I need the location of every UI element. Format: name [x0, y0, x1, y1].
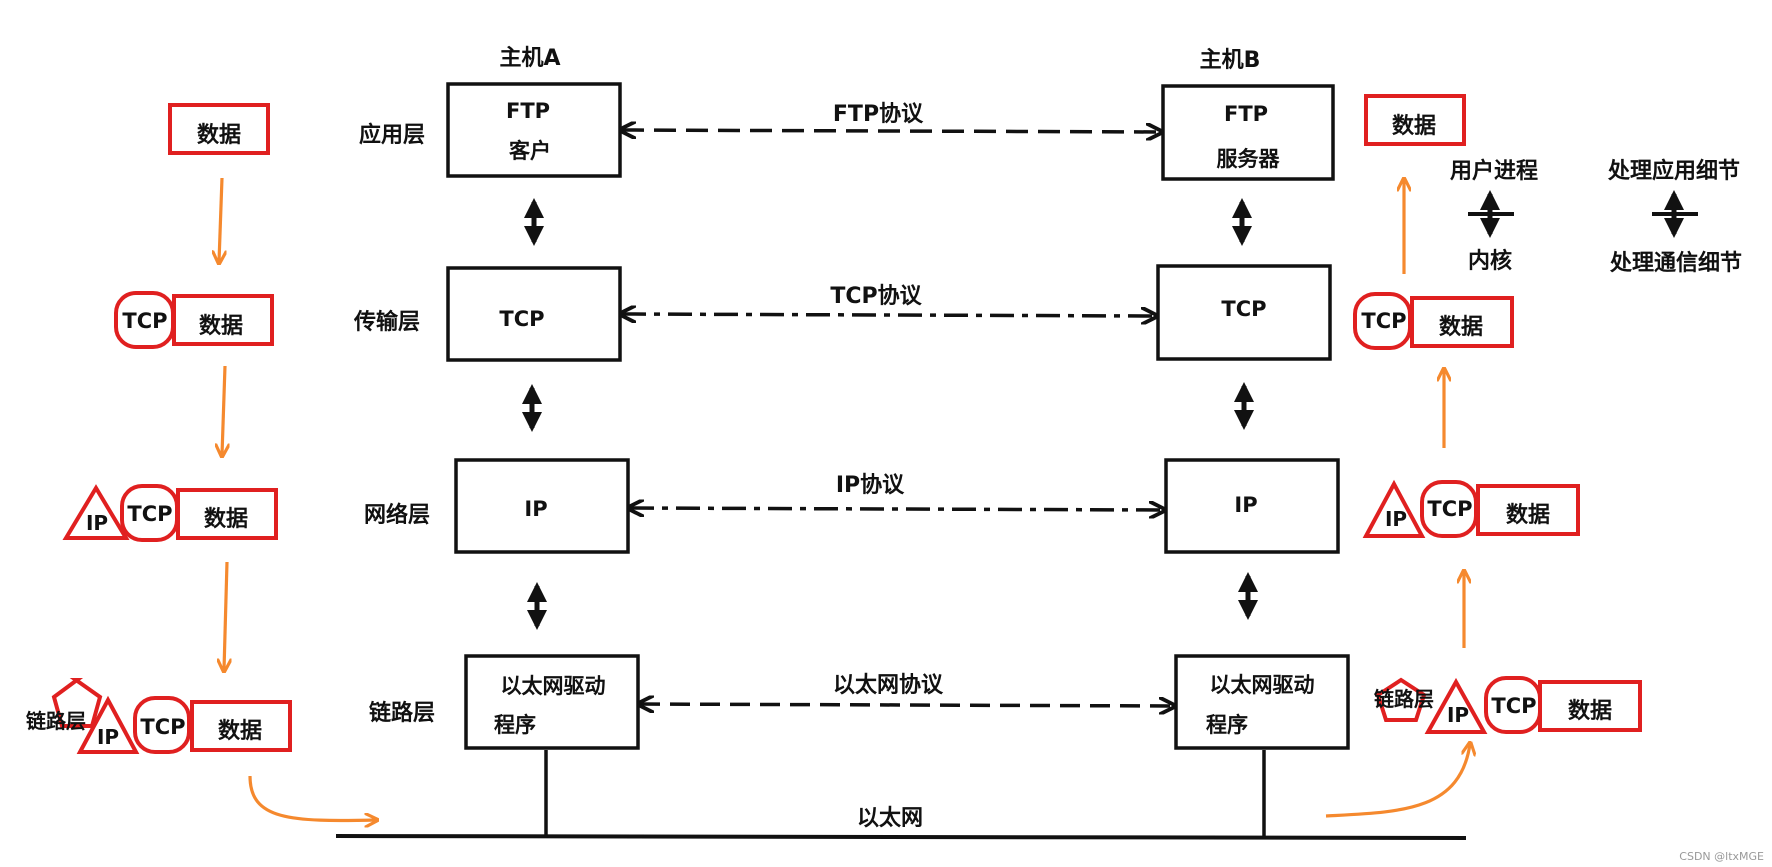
svg-text:FTP: FTP: [506, 99, 550, 123]
left-flow-arrow-2: [222, 365, 225, 455]
ethernet-label: 以太网: [857, 806, 923, 831]
svg-text:程序: 程序: [1206, 713, 1248, 737]
left-to-bus-arrow: [248, 775, 376, 821]
host-a-link-box: 以太网驱动 程序: [464, 654, 640, 750]
ip-protocol-arrow: [630, 508, 1163, 510]
svg-text:数据: 数据: [1392, 113, 1436, 139]
svg-text:IP: IP: [1385, 507, 1407, 531]
tcp-protocol-arrow: [622, 314, 1155, 316]
bus-to-right-arrow: [1325, 744, 1470, 818]
svg-text:TCP: TCP: [1361, 309, 1406, 333]
legend-user-process: 用户进程: [1450, 158, 1538, 184]
svg-text:链路层: 链路层: [26, 709, 86, 733]
left-tcp-packet: TCP 数据: [114, 291, 274, 349]
right-ip-packet: IP TCP 数据: [1362, 479, 1580, 538]
svg-text:TCP: TCP: [122, 309, 167, 333]
svg-text:客户: 客户: [509, 139, 551, 163]
svg-text:数据: 数据: [1506, 502, 1550, 528]
ether-protocol-label: 以太网协议: [833, 673, 944, 698]
host-b-link-box: 以太网驱动 程序: [1174, 654, 1350, 750]
svg-text:数据: 数据: [204, 506, 248, 532]
layer-label-link: 链路层: [369, 700, 435, 726]
layer-label-transport: 传输层: [353, 309, 420, 335]
legend-app-detail: 处理应用细节: [1607, 158, 1740, 184]
svg-text:数据: 数据: [218, 718, 262, 744]
svg-text:TCP: TCP: [1491, 694, 1536, 718]
ip-protocol-label: IP协议: [836, 473, 905, 498]
svg-text:TCP: TCP: [127, 502, 172, 526]
svg-text:数据: 数据: [1439, 314, 1483, 340]
right-link-packet: 链路层 IP TCP 数据: [1374, 676, 1642, 734]
left-data-packet-1: 数据: [168, 103, 270, 155]
right-data-packet: 数据: [1364, 94, 1466, 146]
svg-text:数据: 数据: [1568, 698, 1612, 724]
svg-text:IP: IP: [524, 497, 547, 521]
svg-text:以太网驱动: 以太网驱动: [1210, 673, 1315, 697]
host-a-label: 主机A: [499, 46, 560, 71]
right-tcp-packet: TCP 数据: [1353, 292, 1514, 350]
svg-text:IP: IP: [1447, 703, 1469, 727]
svg-text:FTP: FTP: [1224, 102, 1268, 126]
host-b-app-box: FTP 服务器: [1161, 84, 1335, 181]
svg-text:以太网驱动: 以太网驱动: [501, 674, 606, 698]
svg-text:数据: 数据: [199, 313, 243, 339]
legend-comm-detail: 处理通信细节: [1609, 250, 1742, 276]
host-a-ip-box: IP: [454, 458, 630, 554]
ftp-protocol-label: FTP协议: [833, 102, 924, 127]
svg-text:IP: IP: [97, 725, 119, 749]
left-flow-arrow-1: [219, 177, 222, 262]
host-b-tcp-box: TCP: [1156, 264, 1332, 361]
left-link-packet: 链路层 IP TCP 数据: [26, 678, 292, 754]
svg-text:TCP: TCP: [140, 715, 185, 739]
svg-text:IP: IP: [1234, 493, 1257, 517]
legend-kernel: 内核: [1468, 248, 1512, 274]
svg-text:TCP: TCP: [1427, 497, 1472, 521]
svg-text:链路层: 链路层: [1374, 687, 1434, 711]
watermark: CSDN @ltxMGE: [1679, 850, 1764, 863]
host-a-app-box: FTP 客户: [446, 82, 622, 178]
svg-text:数据: 数据: [197, 122, 241, 148]
svg-text:TCP: TCP: [499, 307, 544, 331]
ether-protocol-arrow: [640, 704, 1173, 706]
svg-text:程序: 程序: [494, 713, 536, 737]
tcp-protocol-label: TCP协议: [830, 284, 922, 309]
svg-text:服务器: 服务器: [1217, 147, 1281, 171]
ethernet-bus: [335, 834, 1467, 840]
host-b-label: 主机B: [1200, 48, 1261, 73]
host-a-tcp-box: TCP: [446, 266, 622, 362]
left-flow-arrow-3: [224, 561, 227, 670]
left-ip-packet: IP TCP 数据: [62, 484, 278, 542]
svg-text:IP: IP: [86, 511, 108, 535]
host-b-ip-box: IP: [1164, 458, 1340, 554]
layer-label-network: 网络层: [364, 502, 430, 528]
layer-label-app: 应用层: [359, 122, 425, 148]
svg-text:TCP: TCP: [1221, 297, 1266, 321]
ftp-protocol-arrow: [622, 130, 1160, 132]
